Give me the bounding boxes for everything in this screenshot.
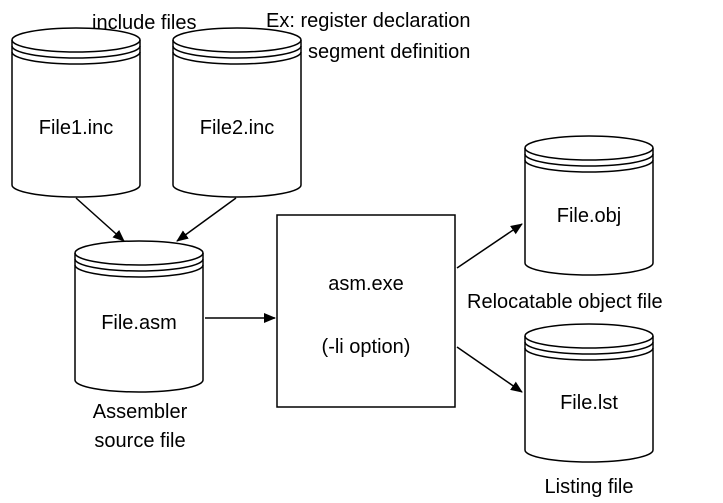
file-asm-cylinder [74,240,204,393]
file1-inc-cylinder [11,27,141,198]
file-obj-label: File.obj [556,205,622,227]
assembler-option: (-li option) [321,336,411,358]
file-asm-label: File.asm [101,312,177,334]
assembler-name: asm.exe [328,273,404,295]
arrow-file2-to-asm [176,197,237,242]
include-files-label: include files [92,12,197,34]
listing-file-caption: Listing file [544,476,634,498]
file1-inc-label: File1.inc [38,117,114,139]
file2-inc-label: File2.inc [199,117,275,139]
arrow-assembler-to-obj [456,223,523,269]
arrow-file1-to-asm [75,197,125,242]
example-line-1: Ex: register declaration [266,10,471,32]
assembler-box [276,214,456,408]
example-line-2: segment definition [308,41,471,63]
assembler-source-caption-1: Assembler [92,401,188,423]
file-lst-label: File.lst [560,392,618,414]
arrow-assembler-to-lst [456,346,523,393]
assembler-source-caption-2: source file [94,430,186,452]
file-lst-cylinder [524,323,654,463]
file-obj-cylinder [524,135,654,276]
relocatable-object-caption: Relocatable object file [467,291,663,313]
file2-inc-cylinder [172,27,302,198]
